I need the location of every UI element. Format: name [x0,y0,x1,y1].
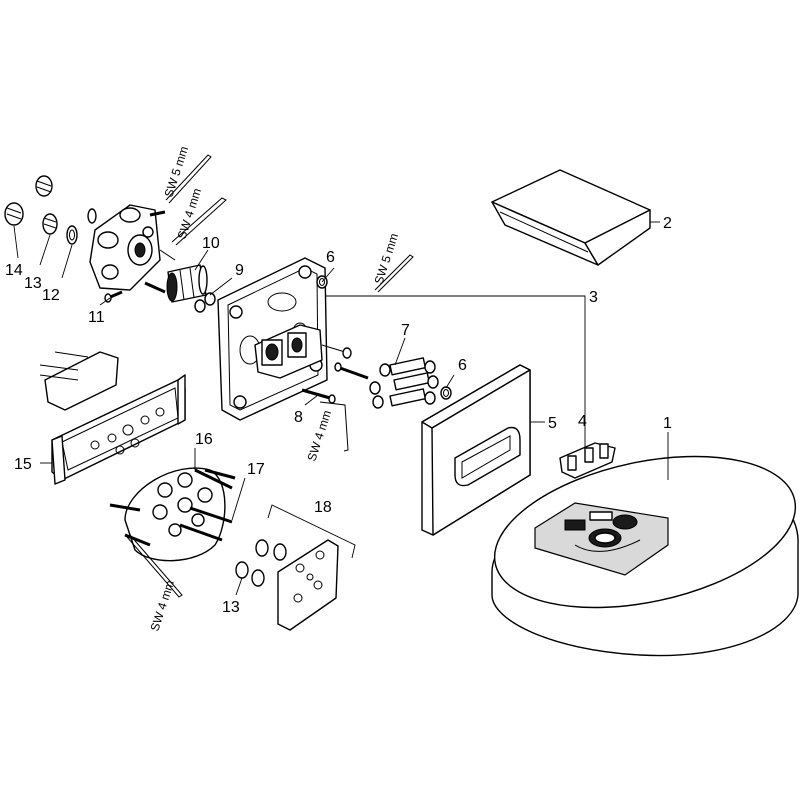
part-10-spindle [166,264,208,303]
callout-3: 3 [589,289,598,306]
hex-key-sw4-top [171,197,227,246]
hex-key-sw4-bottom [126,534,183,598]
part-13-strainer [42,213,58,235]
tool-label-sw4-mid: SW 4 mm [305,409,335,463]
callout-6-upper: 6 [326,249,335,266]
part-8-screw [301,362,369,404]
part-12-o-ring [66,208,97,245]
callout-18: 18 [314,499,332,516]
callout-6-lower: 6 [458,357,467,374]
tool-label-sw5-mid: SW 5 mm [372,232,402,286]
callout-13-lower: 13 [222,599,240,616]
callout-10: 10 [202,235,220,252]
callout-13-upper: 13 [24,275,42,292]
part-18-o-rings [235,539,287,587]
part-1-round-trim-plate [491,455,799,657]
part-15-mounting-frame [39,351,186,485]
part-4-bracket [559,442,616,479]
leader-lines [13,221,669,596]
part-18-square-plate [277,539,339,631]
callout-16: 16 [195,431,213,448]
callout-5: 5 [548,415,557,432]
tool-label-sw5-top: SW 5 mm [162,145,192,199]
callout-15: 15 [14,456,32,473]
callout-17: 17 [247,461,265,478]
callout-8: 8 [294,409,303,426]
callout-1: 1 [663,415,672,432]
part-14-strainer [4,175,53,226]
hex-key-sw5-mid [374,254,414,293]
callout-4: 4 [578,413,587,430]
part-9-o-rings [194,292,216,313]
hex-key-sw5-top [165,154,212,204]
tool-label-sw4-top: SW 4 mm [175,187,205,241]
part-16-round-body [109,467,236,562]
part-3-mounting-plate [217,257,352,421]
callout-11: 11 [88,309,105,326]
part-7-cartridges [369,357,439,409]
part-11-screws [104,210,166,303]
callout-14: 14 [5,262,23,279]
part-6-o-ring-lower [440,386,452,400]
valve-body-assembly [89,204,176,291]
callout-2: 2 [663,215,672,232]
part-17-screws [179,506,233,542]
tool-label-sw4-bottom: SW 4 mm [148,579,178,633]
part-2-protective-cover [491,169,651,266]
callout-12: 12 [42,287,60,304]
callout-7: 7 [401,322,410,339]
hex-key-sw4-mid [319,401,349,452]
callout-9: 9 [235,262,244,279]
part-5-square-trim-plate [421,364,531,536]
